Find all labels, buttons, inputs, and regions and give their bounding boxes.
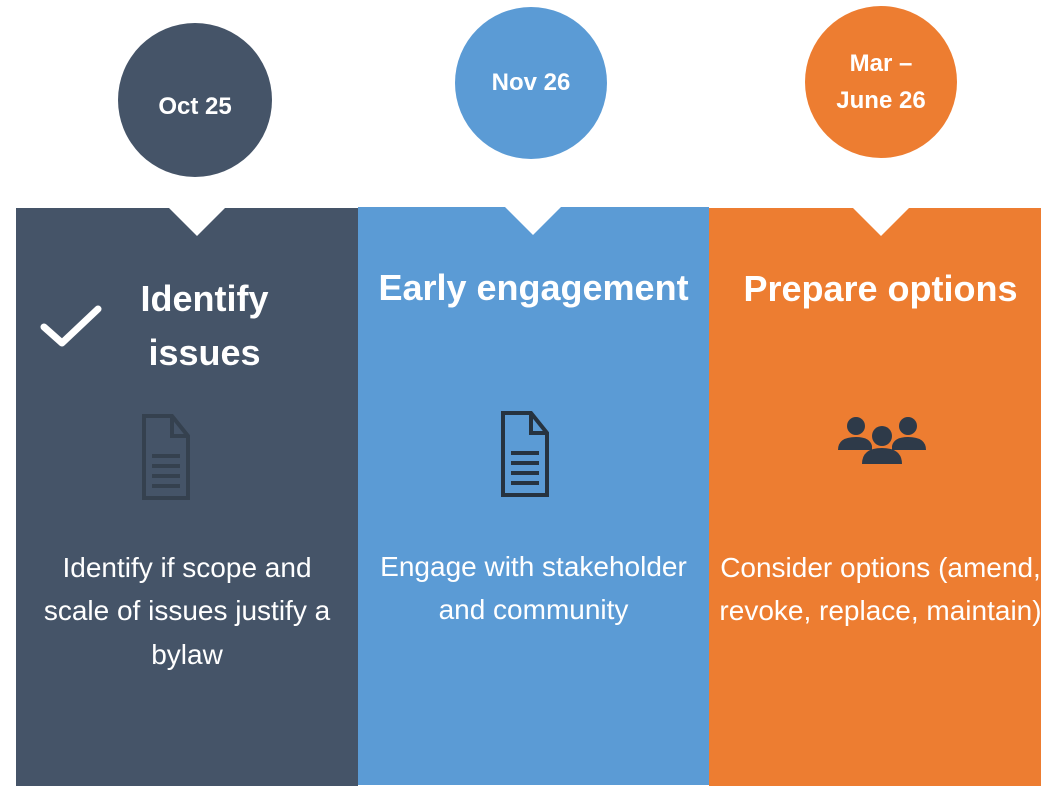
step-3-date-circle: Mar – June 26 (805, 6, 957, 158)
step-3-date-line-1: Mar – (849, 49, 913, 77)
step-2-date-circle: Nov 26 (455, 7, 607, 159)
step-1-panel: Identify issues Identify if scope and sc… (16, 208, 358, 786)
step-3-heading: Prepare options (743, 268, 1018, 309)
step-2-notch (505, 207, 561, 235)
document-icon (501, 411, 549, 497)
step-2-date: Nov 26 (491, 69, 571, 96)
step-3-date-line-2: June 26 (836, 87, 926, 114)
step-1-date: Oct 25 (158, 93, 232, 120)
step-2-panel: Early engagement Engage with stakeholder… (358, 207, 709, 785)
checkmark-icon (40, 305, 102, 347)
step-2-description: Engage with stakeholder and community (380, 551, 687, 626)
step-3-panel: Prepare options Consider options (amend,… (709, 208, 1041, 786)
step-1-notch (169, 208, 225, 236)
step-1-heading: Identify issues (140, 278, 269, 373)
step-1-date-circle: Oct 25 (118, 23, 272, 177)
document-icon (142, 414, 190, 500)
step-3-notch (853, 208, 909, 236)
step-2-heading: Early engagement (378, 267, 689, 308)
step-3-description: Consider options (amend, revoke, replace… (719, 552, 1041, 627)
people-group-icon (838, 417, 926, 464)
step-1-description: Identify if scope and scale of issues ju… (43, 552, 331, 670)
